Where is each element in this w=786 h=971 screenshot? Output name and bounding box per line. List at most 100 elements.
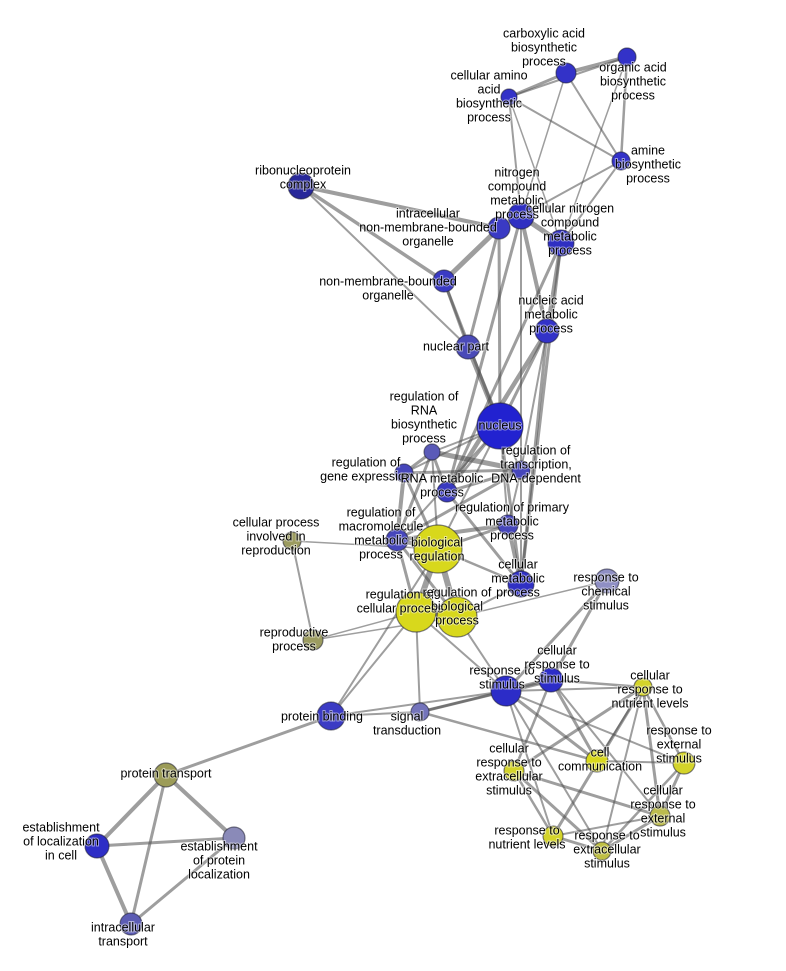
edge-est-localization-cell--est-protein-localization	[95, 836, 236, 848]
edge-resp-extracellular--cell-resp-external	[600, 814, 662, 853]
node-cell-resp-extracellular[interactable]	[503, 760, 525, 782]
edge-amino-acid--nitrogen-compound	[508, 96, 522, 217]
node-amino-acid[interactable]	[500, 88, 518, 106]
node-intracellular-transport[interactable]	[119, 912, 143, 936]
edge-reg-transcription--rna-metabolic	[445, 468, 523, 494]
node-nuclear-part[interactable]	[455, 334, 481, 360]
node-rnp-complex[interactable]	[287, 172, 315, 200]
node-reg-macromolecule[interactable]	[385, 528, 409, 552]
node-reproductive-process[interactable]	[302, 629, 324, 651]
node-resp-nutrient[interactable]	[542, 825, 564, 847]
edge-resp-external--resp-extracellular	[600, 761, 686, 853]
edge-rnp-complex--nuclear-part	[300, 185, 469, 348]
edge-nucleic-acid--reg-transcription	[520, 330, 548, 471]
edge-reg-transcription--reg-gene-expression	[402, 468, 523, 475]
node-label-protein-transport: protein transport	[120, 766, 212, 780]
node-protein-binding[interactable]	[316, 701, 346, 731]
node-nucleic-acid[interactable]	[534, 318, 560, 344]
edge-protein-transport--intracellular-transport	[129, 773, 168, 926]
edge-intracellular-organelle--nucleus	[497, 226, 502, 428]
edge-reproduction-process-cellular--reproductive-process	[291, 540, 314, 641]
node-cell-resp-nutrient[interactable]	[633, 677, 653, 697]
edge-protein-binding--signal-transduction	[330, 711, 421, 717]
node-reproduction-process-cellular[interactable]	[282, 531, 302, 551]
node-amine[interactable]	[611, 151, 631, 171]
edge-cell-resp-extracellular--cell-resp-external	[512, 769, 662, 818]
node-cellular-metabolic[interactable]	[507, 570, 535, 598]
edge-signal-transduction--cell-communication	[418, 710, 599, 763]
node-est-localization-cell[interactable]	[84, 833, 110, 859]
edge-cell-communication--cell-resp-nutrient	[596, 686, 644, 762]
edge-protein-transport--est-protein-localization	[164, 773, 236, 840]
node-signal-transduction[interactable]	[410, 702, 430, 722]
node-protein-transport[interactable]	[153, 762, 179, 788]
edge-resp-stimulus--resp-extracellular	[505, 690, 603, 852]
edge-organic-acid--cellular-nitrogen	[560, 56, 628, 244]
edge-cellular-nitrogen--rna-metabolic	[445, 241, 563, 494]
node-resp-stimulus[interactable]	[490, 675, 522, 707]
node-cell-communication[interactable]	[585, 749, 609, 773]
node-label-nuclear-part: nuclear part	[423, 339, 490, 353]
edge-rnp-complex--nmb-organelle	[299, 184, 446, 283]
edge-resp-extracellular--cell-resp-extracellular	[512, 769, 604, 853]
edge-resp-stimulus--cell-communication	[504, 689, 599, 763]
node-cellular-nitrogen[interactable]	[547, 229, 575, 257]
edge-est-protein-localization--intracellular-transport	[129, 836, 236, 926]
node-resp-external[interactable]	[672, 751, 696, 775]
node-reg-rna-biosynthetic[interactable]	[423, 443, 441, 461]
edge-cell-resp-nutrient--cell-resp-external	[641, 685, 662, 818]
node-intracellular-organelle[interactable]	[487, 216, 511, 240]
node-reg-cellular-process[interactable]	[395, 591, 437, 633]
edge-carboxylic-acid--amine	[565, 72, 622, 162]
edge-amine--nitrogen-compound	[520, 160, 622, 217]
node-reg-biological-process[interactable]	[436, 596, 478, 638]
node-biological-regulation[interactable]	[413, 524, 463, 574]
node-resp-chemical[interactable]	[594, 568, 620, 594]
edge-reg-rna-biosynthetic--reg-transcription	[429, 449, 524, 473]
node-reg-transcription[interactable]	[511, 460, 531, 480]
node-label-nucleus: nucleus	[478, 418, 521, 432]
node-reg-gene-expression[interactable]	[394, 463, 414, 483]
node-resp-extracellular[interactable]	[592, 841, 612, 861]
node-rna-metabolic[interactable]	[436, 481, 458, 503]
edge-cellular-metabolic--rna-metabolic	[445, 490, 523, 586]
node-reg-primary[interactable]	[497, 514, 519, 536]
node-cell-resp-stimulus[interactable]	[538, 667, 564, 693]
node-est-protein-localization[interactable]	[222, 826, 246, 850]
edge-resp-chemical--reg-biological-process	[456, 580, 608, 618]
nodes-layer	[84, 47, 696, 936]
edge-protein-binding--biological-regulation	[330, 548, 439, 717]
node-label-protein-binding: protein binding	[281, 709, 363, 723]
node-nmb-organelle[interactable]	[432, 269, 456, 293]
node-nitrogen-compound[interactable]	[507, 202, 535, 230]
node-nucleus[interactable]	[476, 402, 524, 450]
edge-protein-binding--protein-transport	[164, 714, 333, 777]
node-organic-acid[interactable]	[617, 47, 637, 67]
node-cell-resp-external[interactable]	[649, 805, 671, 827]
node-carboxylic-acid[interactable]	[555, 62, 577, 84]
edge-cell-resp-nutrient--resp-extracellular	[601, 686, 644, 852]
